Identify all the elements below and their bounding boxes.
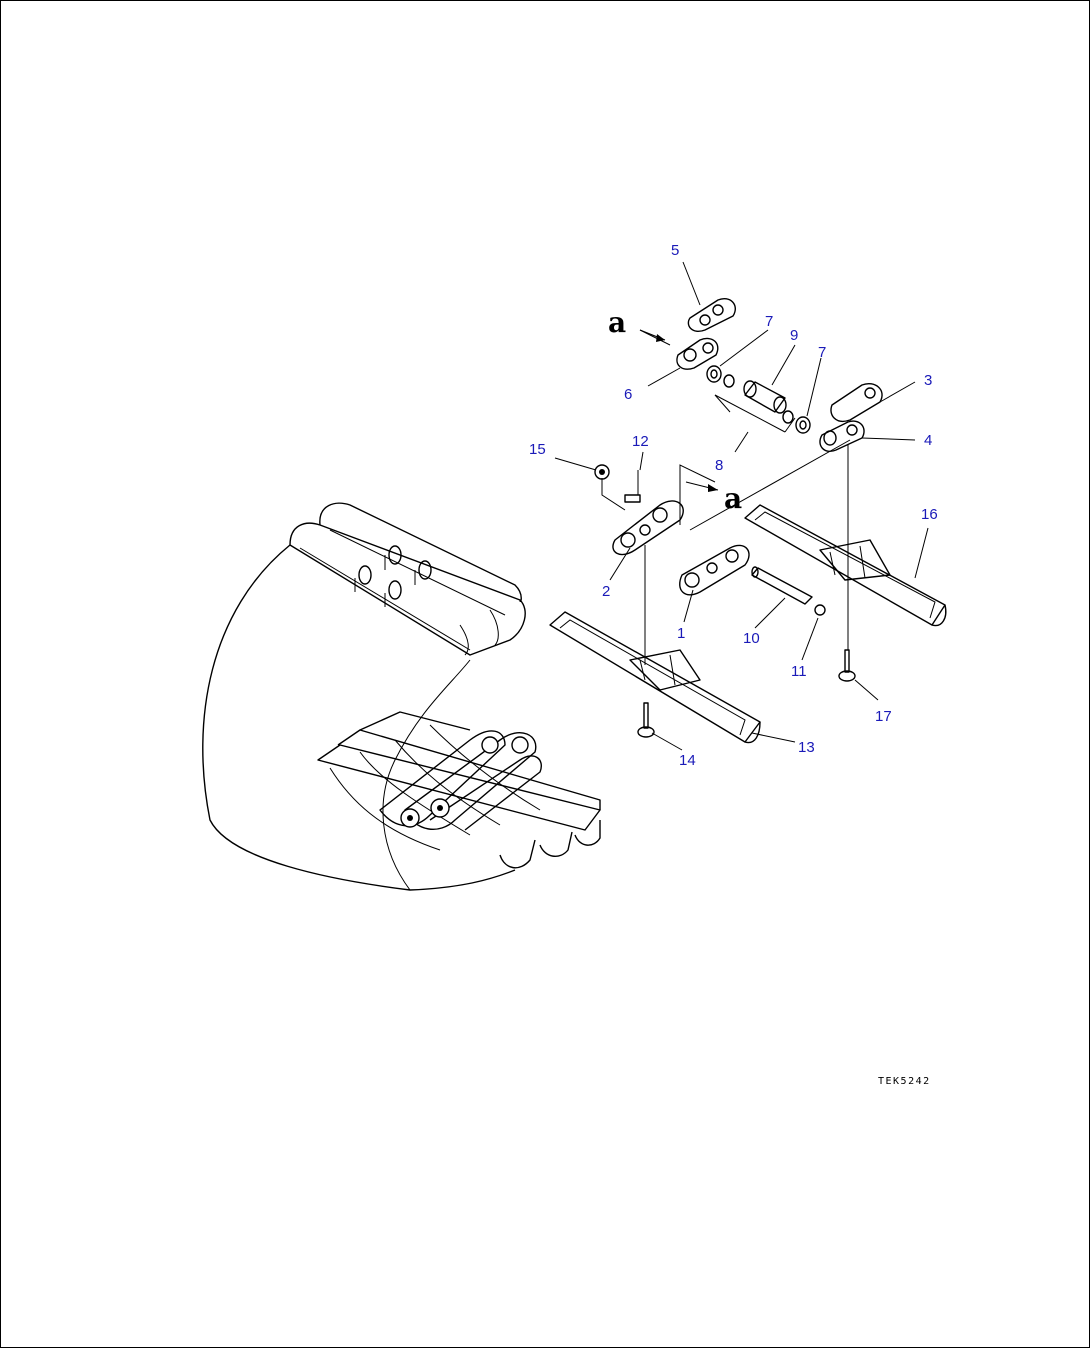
drawing-code: TEK5242 — [878, 1076, 931, 1087]
callout-3: 3 — [924, 372, 932, 389]
part-17-bolt — [838, 649, 856, 682]
callout-6: 6 — [624, 386, 632, 403]
assembly-guide-lines — [601, 394, 851, 665]
callout-1: 1 — [677, 625, 685, 642]
callout-4: 4 — [924, 432, 932, 449]
part-12-bolt — [624, 470, 641, 503]
callout-10: 10 — [743, 630, 760, 647]
part-10-pin — [751, 566, 813, 605]
callout-12: 12 — [632, 433, 649, 450]
callout-labels: 1 2 3 4 5 6 7 7 8 9 10 11 12 13 14 15 16… — [529, 242, 938, 769]
part-6-link-half — [676, 337, 719, 370]
view-marker-arrows — [639, 329, 718, 492]
callout-17: 17 — [875, 708, 892, 725]
part-1-link — [679, 544, 750, 596]
part-9-bushing — [743, 380, 787, 414]
view-marker-a-mid: a — [724, 482, 742, 515]
callout-9: 9 — [790, 327, 798, 344]
callout-13: 13 — [798, 739, 815, 756]
callout-7a: 7 — [765, 313, 773, 330]
part-5-link-half — [687, 298, 736, 332]
part-7-washer-left — [706, 365, 735, 388]
callout-7b: 7 — [818, 344, 826, 361]
view-marker-a-top: a — [608, 306, 626, 339]
part-14-bolt — [637, 702, 655, 738]
callout-5: 5 — [671, 242, 679, 259]
part-7-washer-right — [782, 410, 811, 434]
part-4-link-half — [819, 420, 865, 452]
callout-8: 8 — [715, 457, 723, 474]
callout-11: 11 — [791, 663, 807, 680]
part-3-link-half — [830, 383, 883, 422]
track-shoe-13 — [549, 611, 761, 744]
callout-16: 16 — [921, 506, 938, 523]
track-shoe-16 — [744, 504, 947, 627]
part-11-small-washer — [814, 604, 826, 616]
track-chain-assembly — [202, 502, 601, 891]
callout-15: 15 — [529, 441, 546, 458]
part-15-nut — [594, 464, 610, 480]
callout-14: 14 — [679, 752, 696, 769]
callout-leaders — [554, 261, 929, 751]
callout-2: 2 — [602, 583, 610, 600]
